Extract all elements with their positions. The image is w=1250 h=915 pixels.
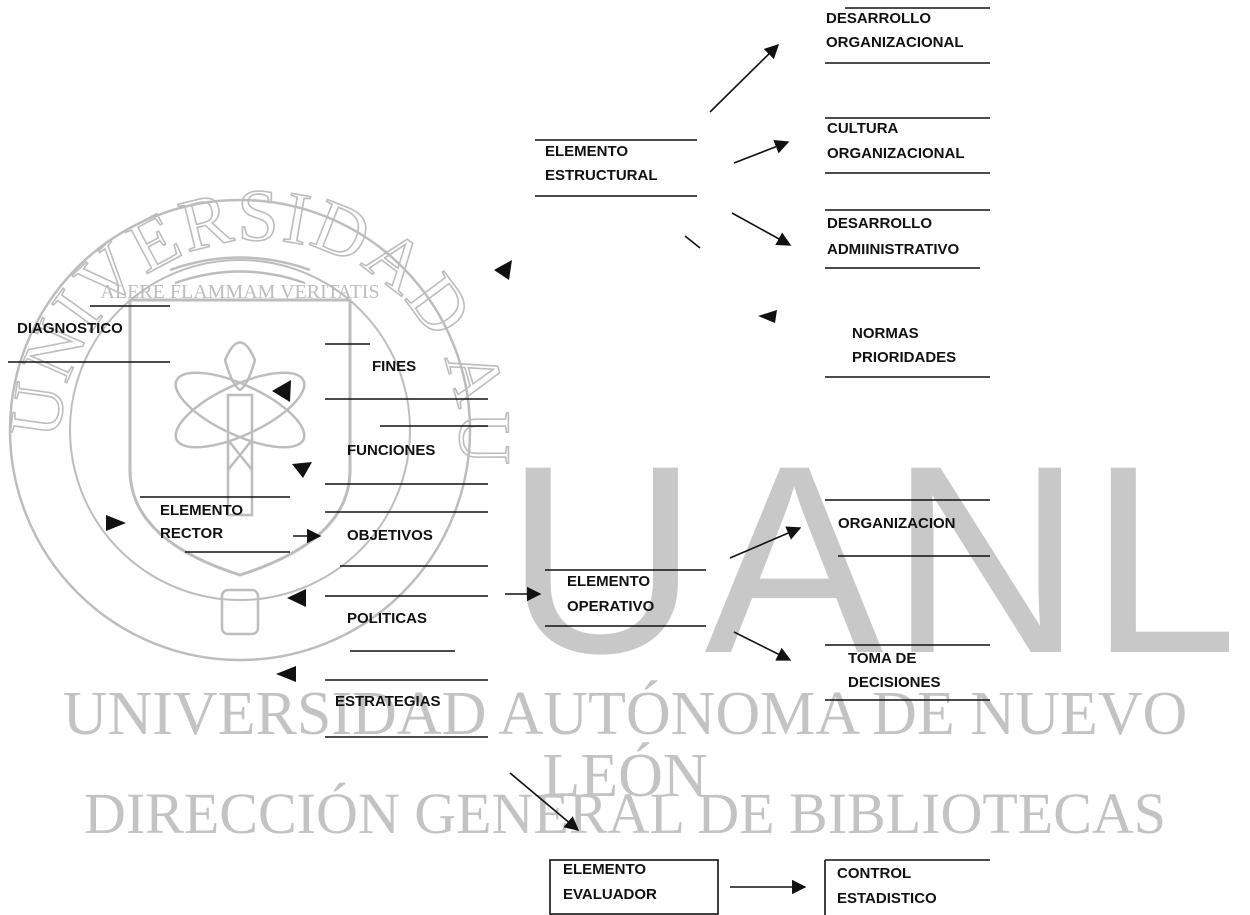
watermark-uanl: UANL — [505, 409, 1244, 709]
node-fines: FINES — [372, 358, 417, 375]
arrow-to-desarrollo-organizacional — [709, 43, 780, 113]
node-politicas: POLITICAS — [347, 610, 428, 627]
arrow-to-cultura-organizacional — [733, 139, 790, 164]
standalone-arrowheads — [106, 260, 777, 682]
arrow-to-organizacion — [729, 526, 802, 559]
node-estrategias: ESTRATEGIAS — [335, 693, 441, 710]
arrow-to-desarrollo-administrativo — [731, 212, 792, 246]
arrow-to-elemento-evaluador — [509, 772, 580, 831]
node-diagnostico: DIAGNOSTICO — [17, 320, 123, 337]
watermark-university-name: UNIVERSIDAD AUTÓNOMA DE NUEVO LEÓN — [62, 680, 1188, 810]
node-objetivos: OBJETIVOS — [347, 527, 433, 544]
seal-motto: ALERE FLAMMAM VERITATIS — [100, 281, 379, 303]
node-organizacion: ORGANIZACION — [838, 515, 956, 532]
watermark-library-name: DIRECCIÓN GENERAL DE BIBLIOTECAS — [83, 781, 1167, 846]
node-funciones: FUNCIONES — [347, 442, 436, 459]
arrow-to-toma-de-decisiones — [733, 631, 792, 661]
